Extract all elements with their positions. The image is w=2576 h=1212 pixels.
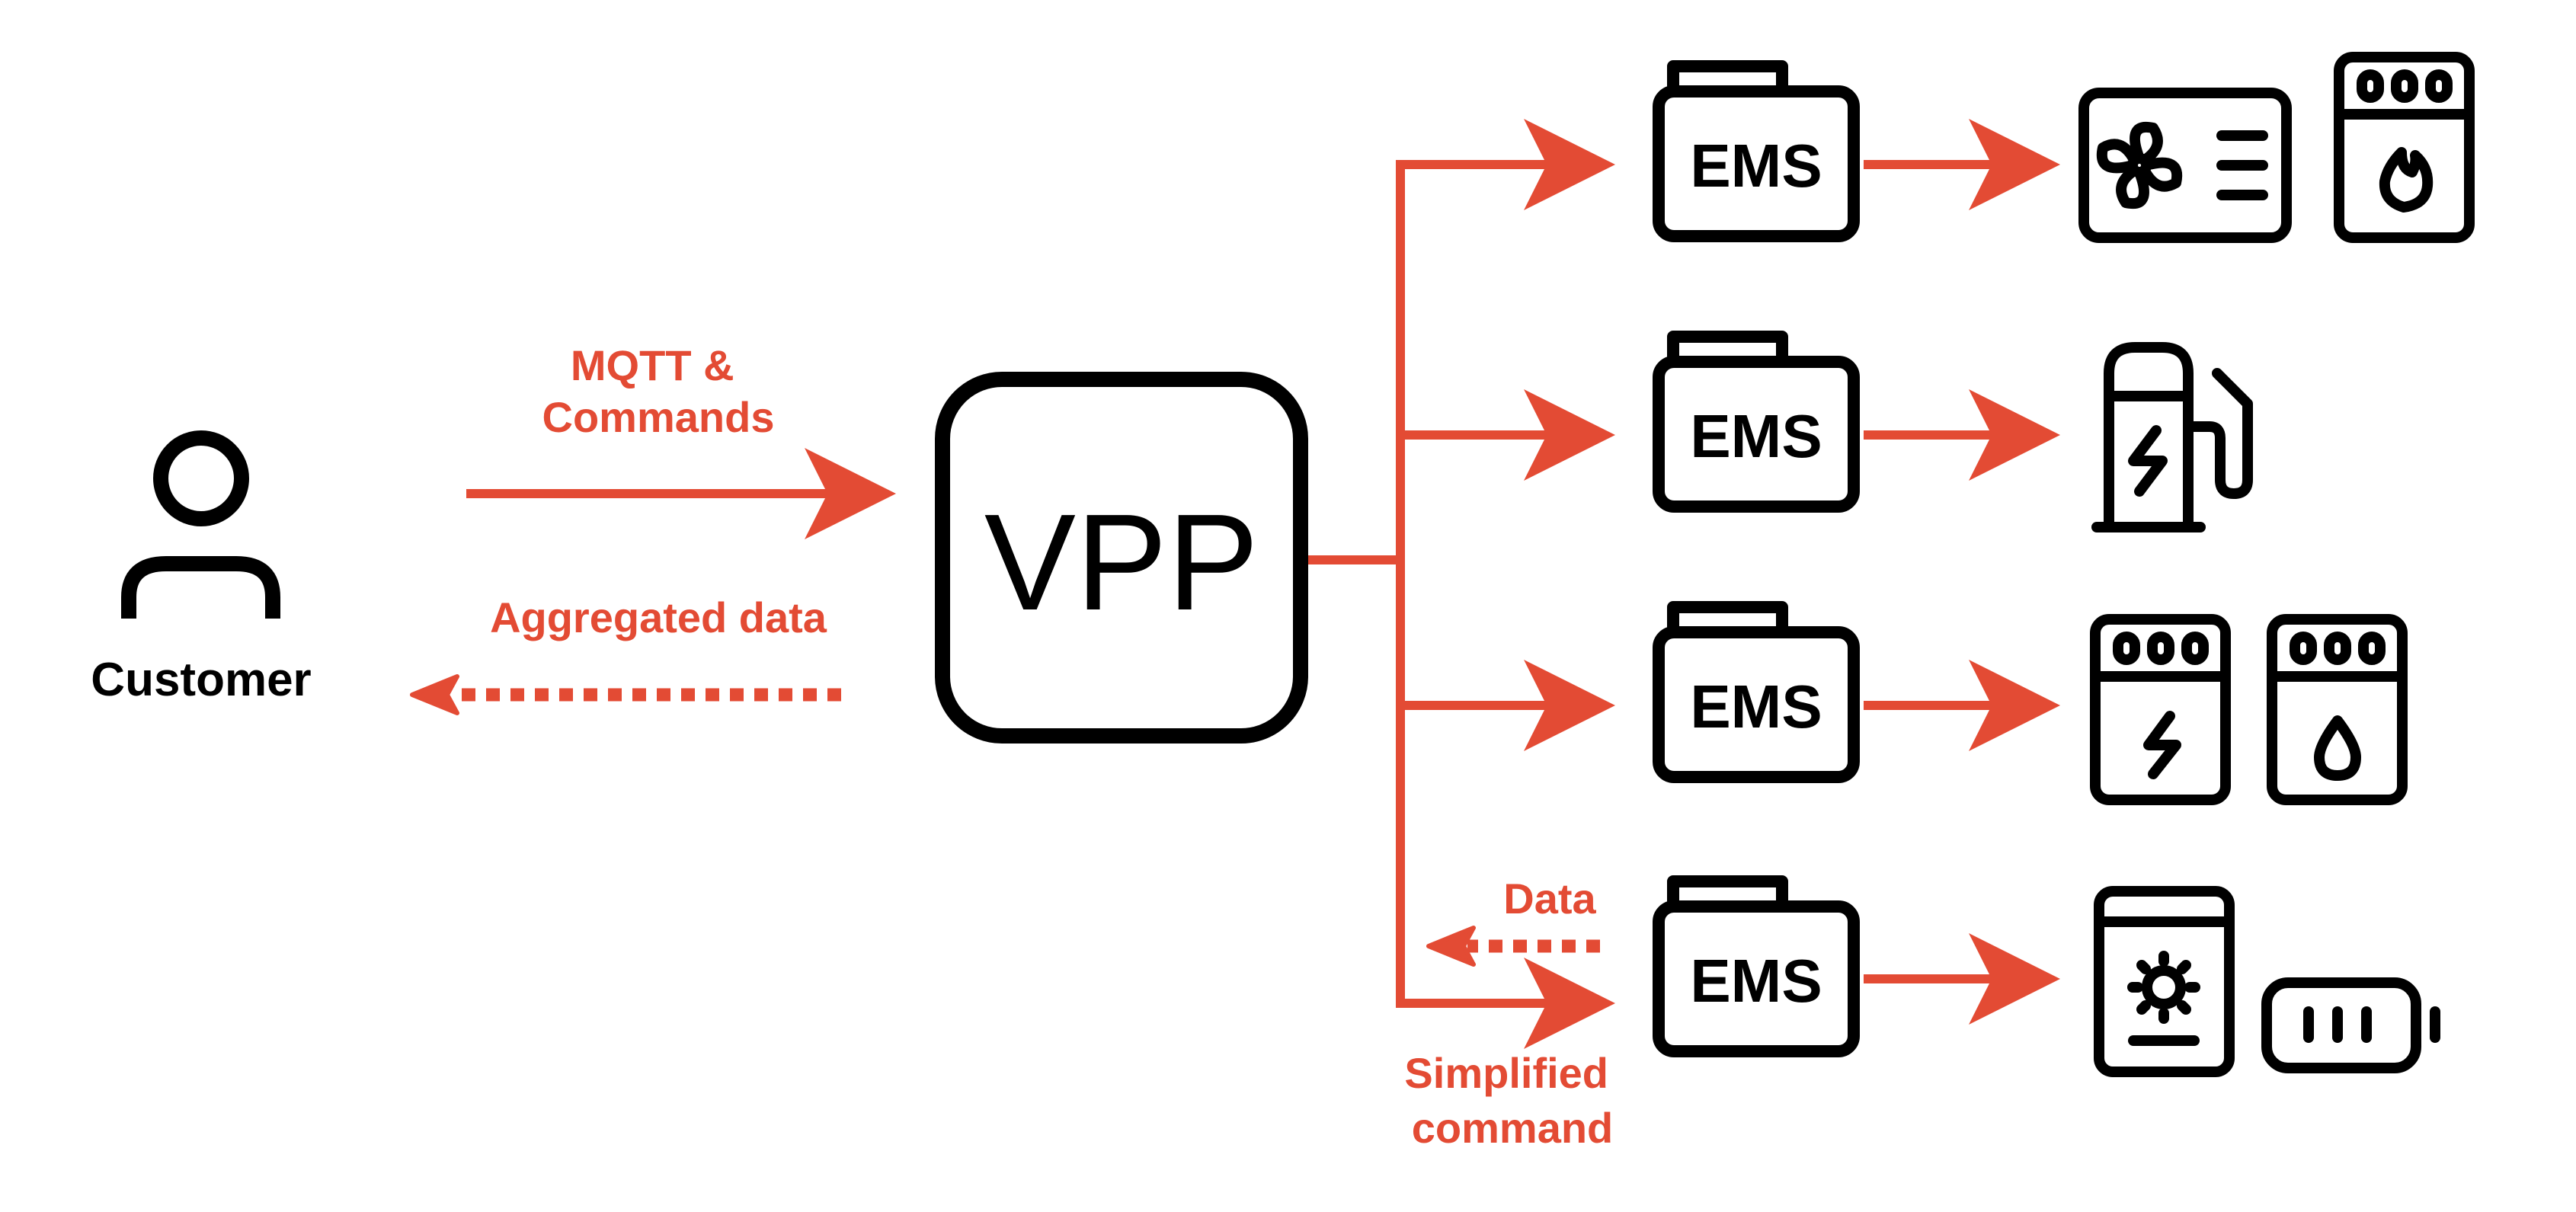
folder-icon bbox=[1667, 601, 1788, 632]
data-label: Data bbox=[1503, 875, 1596, 923]
command-label-line-1: MQTT & bbox=[571, 341, 734, 389]
electric-heater-icon bbox=[2090, 614, 2231, 805]
ems-unit-3: EMS bbox=[1653, 601, 2060, 783]
vpp-label: VPP bbox=[984, 486, 1259, 639]
folder-icon bbox=[1667, 331, 1788, 362]
ems-unit-1: EMS bbox=[1653, 60, 2060, 242]
solar-panel-icon bbox=[2094, 886, 2235, 1077]
aggregated-data-label: Aggregated data bbox=[490, 593, 827, 641]
customer-label: Customer bbox=[91, 654, 311, 706]
simplified-label-line-2: command bbox=[1412, 1104, 1614, 1152]
ems-unit-4: EMS bbox=[1653, 875, 2060, 1057]
command-label: MQTT & Commands bbox=[542, 341, 775, 441]
ems-unit-2: EMS bbox=[1653, 331, 2060, 513]
customer-node: Customer bbox=[91, 430, 312, 706]
simplified-label-line-1: Simplified bbox=[1404, 1049, 1608, 1097]
ev-charger-icon bbox=[2091, 342, 2253, 532]
command-label-line-2: Commands bbox=[542, 393, 775, 441]
water-heater-icon bbox=[2267, 614, 2408, 805]
data-arrow bbox=[1426, 926, 1600, 967]
folder-icon bbox=[1667, 875, 1788, 907]
vpp-node: VPP bbox=[935, 372, 1308, 744]
vpp-bus bbox=[1308, 119, 1615, 1049]
aggregated-data-arrow bbox=[410, 674, 841, 715]
ems-label: EMS bbox=[1690, 673, 1822, 740]
ems-label: EMS bbox=[1690, 947, 1822, 1015]
ems-label: EMS bbox=[1690, 132, 1822, 200]
folder-icon bbox=[1653, 60, 1860, 242]
battery-icon bbox=[2261, 977, 2440, 1073]
simplified-command-label: Simplified command bbox=[1404, 1049, 1620, 1152]
person-icon bbox=[121, 430, 280, 619]
ems-label: EMS bbox=[1690, 402, 1822, 470]
gas-boiler-icon bbox=[2334, 52, 2475, 243]
heat-pump-icon bbox=[2078, 88, 2292, 243]
